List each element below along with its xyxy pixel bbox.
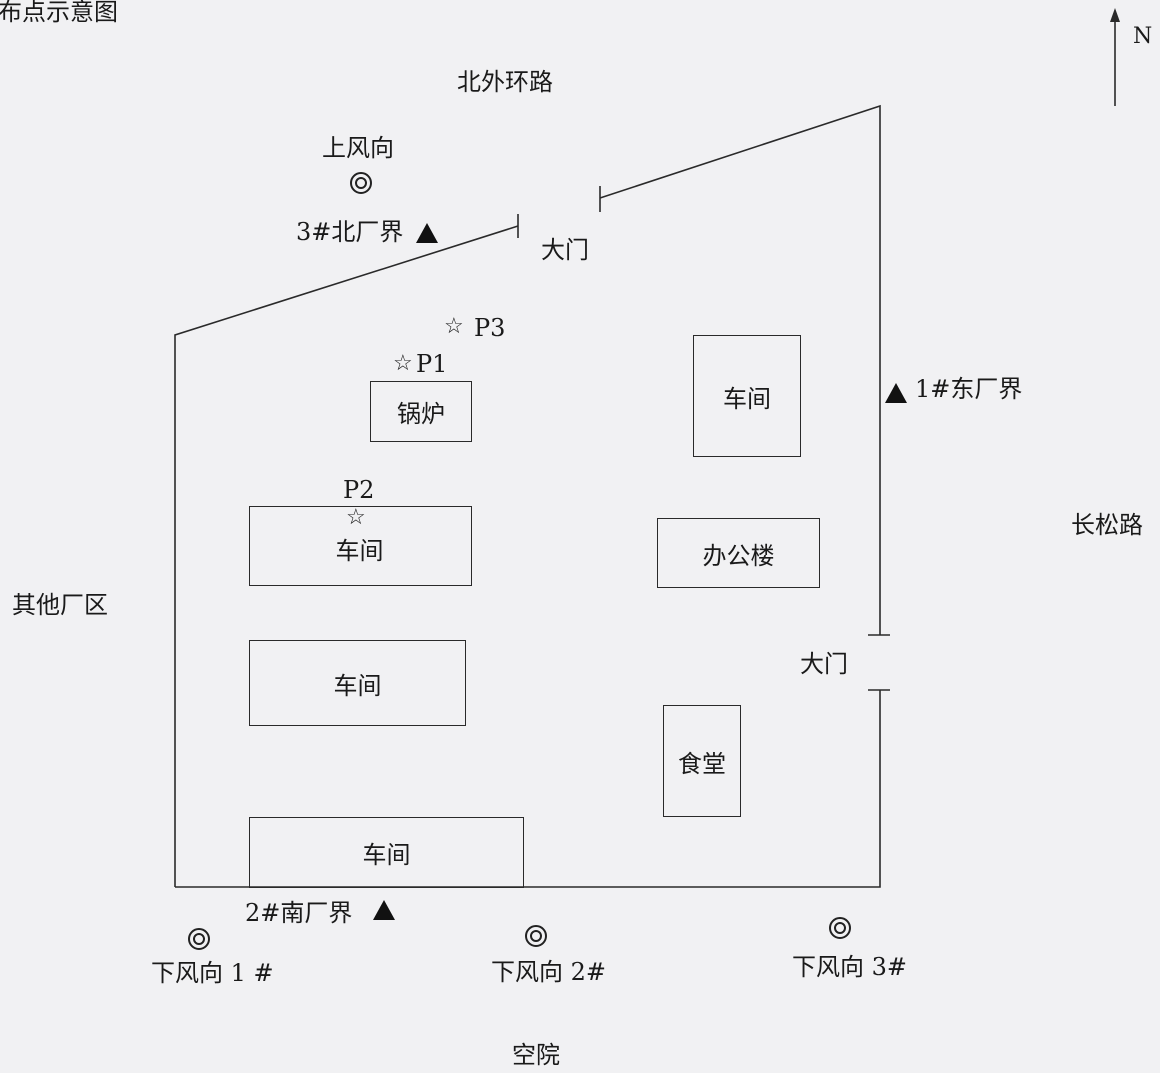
p3-star-icon: ☆ (444, 314, 464, 339)
road-north: 北外环路 (457, 68, 553, 96)
boiler-building: 锅炉 (370, 381, 472, 442)
workshop-3-label: 车间 (362, 841, 411, 869)
p2-star-icon: ☆ (346, 505, 366, 530)
workshop-1-label: 车间 (335, 536, 384, 565)
workshop-2: 车间 (249, 640, 466, 726)
area-south: 空院 (512, 1041, 560, 1069)
p1-star-icon: ☆ (393, 351, 413, 376)
diagram-title: 布点示意图 (0, 0, 118, 26)
workshop-2-label: 车间 (333, 671, 382, 700)
north-gate-label: 大门 (541, 236, 589, 264)
office-label: 办公楼 (702, 541, 775, 570)
north-boundary-triangle-icon (416, 223, 438, 243)
canteen-label: 食堂 (678, 749, 726, 778)
north-boundary-label: 3#北厂界 (296, 218, 404, 246)
road-east: 长松路 (1071, 511, 1143, 539)
p1-label: P1 (416, 350, 448, 378)
downwind-3-label: 下风向 3# (792, 953, 908, 981)
p3-label: P3 (474, 314, 506, 342)
south-boundary-label: 2#南厂界 (245, 899, 353, 927)
downwind-2-target-icon (525, 925, 547, 947)
east-boundary-label: 1#东厂界 (915, 375, 1023, 403)
canteen-building: 食堂 (663, 705, 741, 817)
area-west: 其他厂区 (12, 591, 108, 619)
downwind-1-label: 下风向 1 # (151, 959, 274, 987)
east-gate-label: 大门 (800, 650, 848, 678)
south-boundary-triangle-icon (373, 900, 395, 920)
workshop-northeast-label: 车间 (723, 384, 771, 413)
north-label: N (1133, 24, 1153, 49)
upwind-target-icon (350, 172, 372, 194)
downwind-2-label: 下风向 2# (491, 958, 607, 986)
downwind-3-target-icon (829, 917, 851, 939)
workshop-1: 车间 (249, 506, 472, 586)
west-north-boundary (174, 225, 519, 887)
workshop-northeast: 车间 (693, 335, 801, 457)
north-east-boundary (599, 104, 881, 635)
p2-label: P2 (343, 476, 375, 504)
north-arrow-head (1110, 8, 1120, 22)
office-building: 办公楼 (657, 518, 820, 588)
upwind-label: 上风向 (322, 134, 394, 162)
east-boundary-triangle-icon (885, 383, 907, 403)
workshop-3: 车间 (249, 817, 524, 888)
downwind-1-target-icon (188, 928, 210, 950)
boiler-label: 锅炉 (397, 400, 445, 428)
